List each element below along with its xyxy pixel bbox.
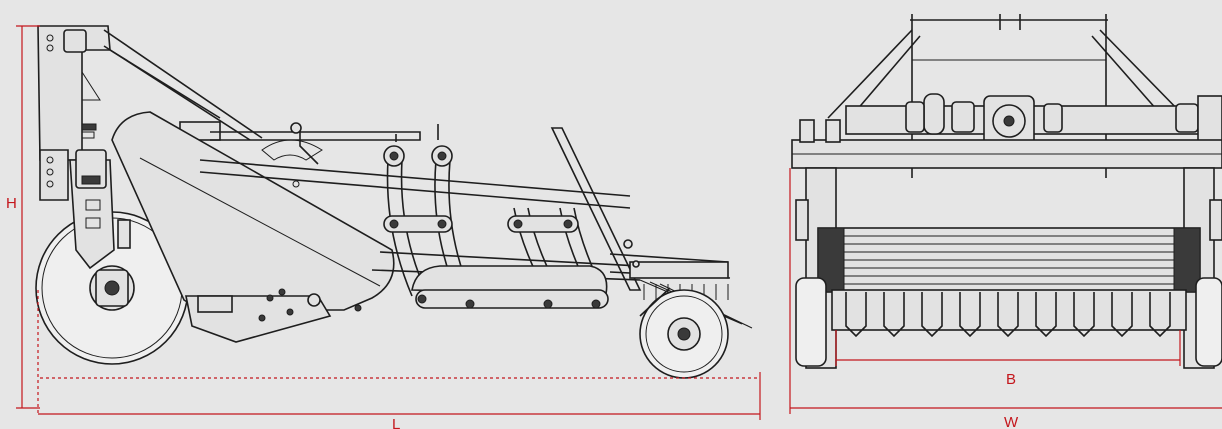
gearbox: [845, 93, 1222, 147]
share-blades: [831, 289, 1187, 338]
side-view: H L: [6, 25, 761, 429]
dimension-length-label: L: [392, 416, 400, 429]
dimension-width: W: [789, 168, 1222, 429]
hitch-tower: [37, 25, 131, 270]
front-wheel: [639, 287, 729, 379]
rear-grid: [550, 127, 753, 329]
cross-beam: [791, 119, 1222, 169]
dimension-height-label: H: [6, 195, 17, 212]
front-view: B W: [789, 14, 1222, 429]
dimension-length: L: [37, 290, 761, 429]
rear-wheel: [35, 211, 189, 365]
dimension-inner-width-label: B: [1006, 371, 1016, 388]
share-body: [111, 111, 395, 343]
mast-frame: [827, 14, 1187, 178]
front-view-wheels: [795, 277, 1222, 367]
dimension-inner-width: B: [835, 330, 1181, 388]
link-bars: [354, 215, 609, 312]
sieve-drum: [817, 227, 1201, 293]
dimension-width-label: W: [1004, 414, 1019, 429]
dimension-height: H: [6, 25, 40, 409]
